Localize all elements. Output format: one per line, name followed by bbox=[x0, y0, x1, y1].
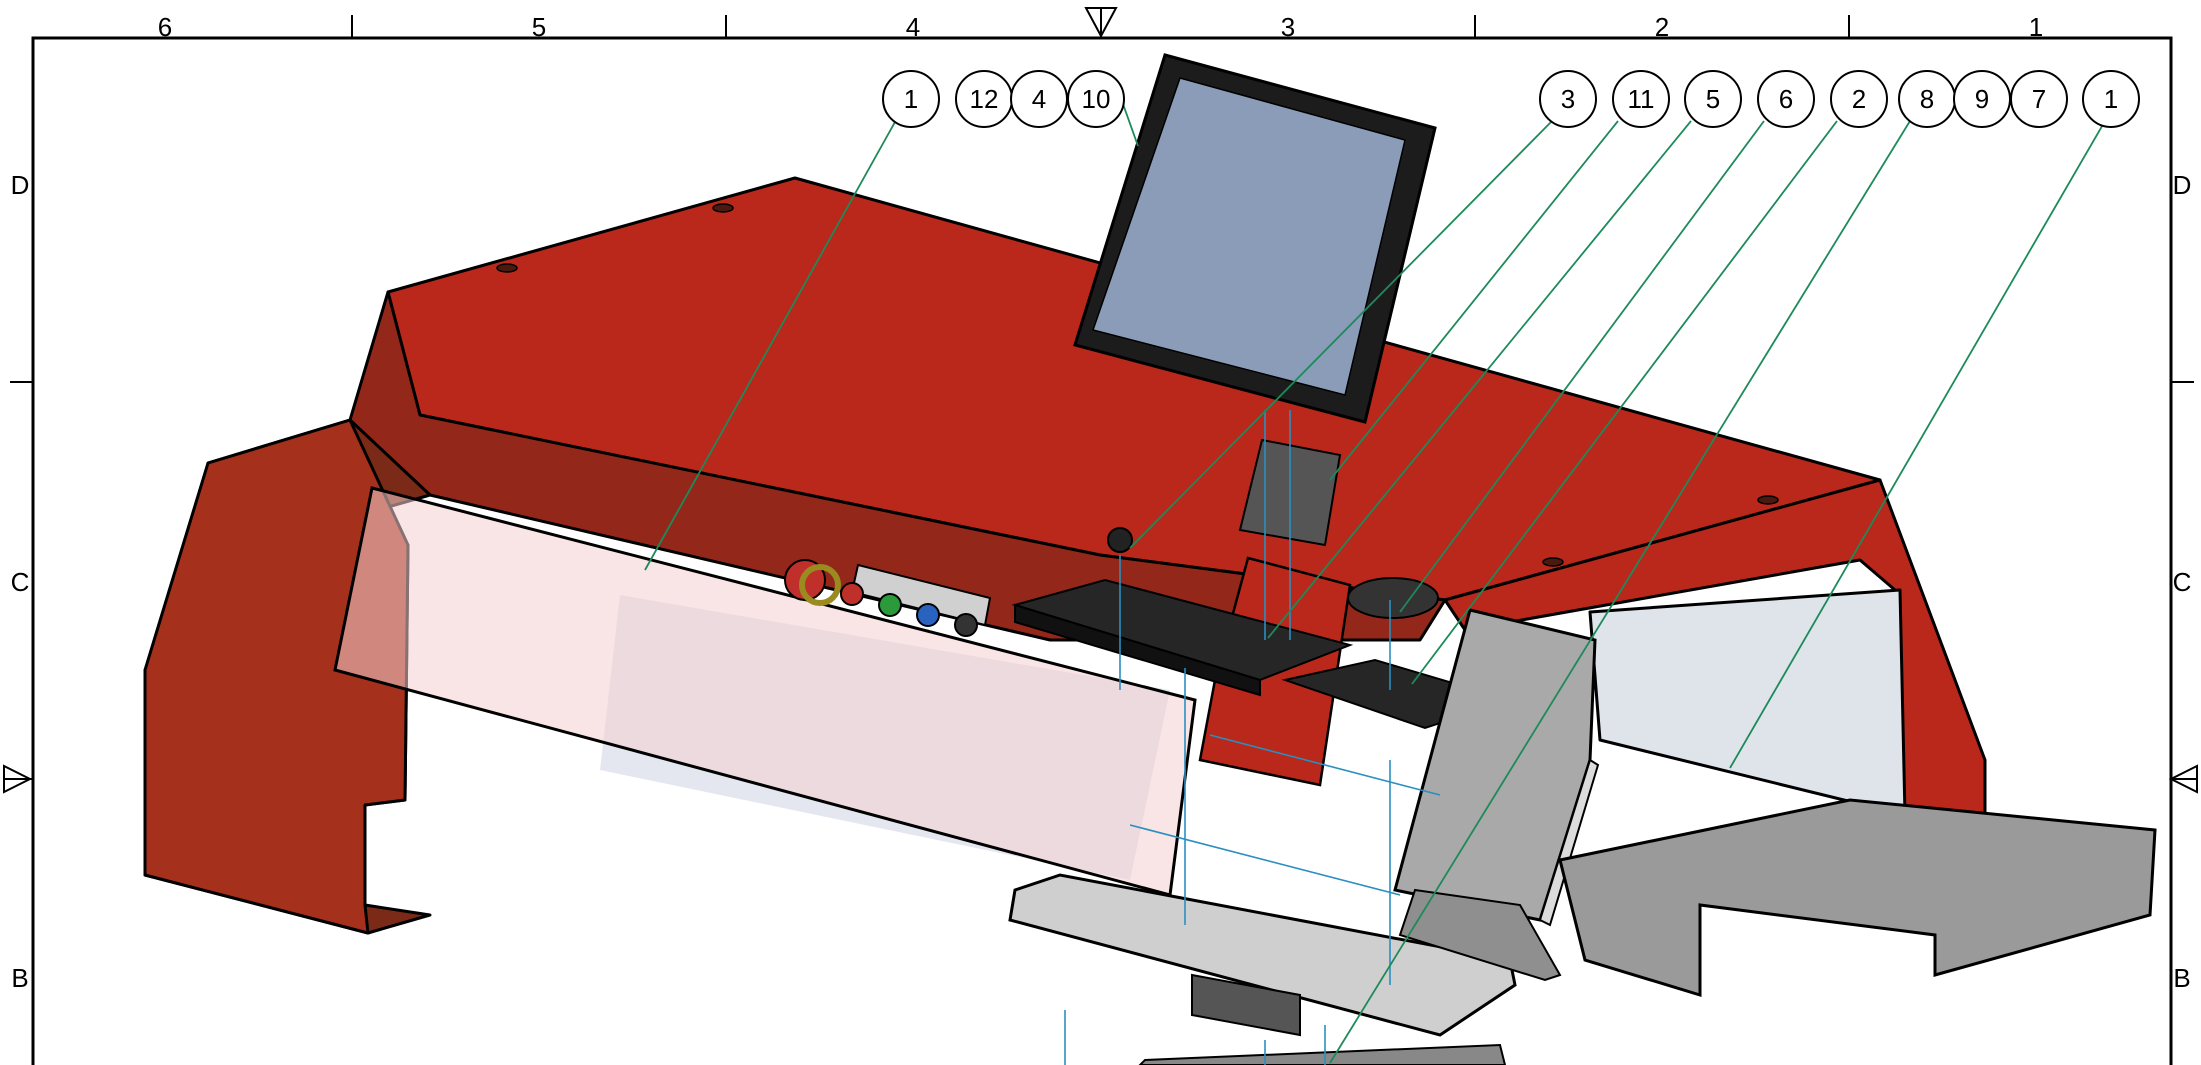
leader-line bbox=[1329, 120, 1911, 1064]
mounting-hole bbox=[496, 263, 518, 273]
balloon-number: 7 bbox=[2032, 84, 2046, 114]
explosion-lines bbox=[1064, 410, 1441, 1065]
balloon-number: 9 bbox=[1975, 84, 1989, 114]
balloon: 6 bbox=[1757, 70, 1815, 128]
balloon-circle bbox=[2082, 70, 2140, 128]
keyboard bbox=[1011, 578, 1354, 697]
monitor-screen bbox=[1092, 77, 1406, 396]
top-center-marker bbox=[1084, 7, 1118, 39]
drawing-frame: 6 5 4 3 2 1 D C B D C B bbox=[3, 7, 2198, 1065]
center-base-tray bbox=[1008, 873, 1517, 1037]
center-base-bracket bbox=[1191, 973, 1301, 1037]
balloon: 3 bbox=[1539, 70, 1597, 128]
leader-line bbox=[1399, 120, 1765, 613]
column-label-6: 6 bbox=[158, 12, 172, 42]
red-button[interactable] bbox=[840, 582, 864, 606]
balloon: 11 bbox=[1612, 70, 1670, 128]
column-label-3: 3 bbox=[1281, 12, 1295, 42]
right-center-marker bbox=[2168, 764, 2198, 794]
right-base-tray bbox=[1558, 798, 2157, 998]
balloon-number: 2 bbox=[1852, 84, 1866, 114]
balloon-number: 3 bbox=[1561, 84, 1575, 114]
green-button[interactable] bbox=[878, 593, 902, 617]
balloon-number: 1 bbox=[2104, 84, 2118, 114]
mounting-hole bbox=[712, 203, 734, 213]
mounting-hole bbox=[1757, 495, 1779, 505]
housing-right-inner bbox=[1588, 588, 1907, 817]
column-label-4: 4 bbox=[906, 12, 920, 42]
leader-line bbox=[1729, 120, 2106, 769]
row-label-d-left: D bbox=[11, 170, 30, 200]
leader-line bbox=[1267, 120, 1692, 639]
balloon: 10 bbox=[1067, 70, 1125, 128]
keyboard-front bbox=[1014, 603, 1261, 697]
leader-line bbox=[1129, 120, 1553, 549]
row-label-b-left: B bbox=[11, 963, 28, 993]
balloon: 1 bbox=[2082, 70, 2140, 128]
balloon: 2 bbox=[1830, 70, 1888, 128]
grey-side-panel-edge bbox=[1538, 758, 1600, 927]
row-label-b-right: B bbox=[2173, 963, 2190, 993]
balloon-circle bbox=[1757, 70, 1815, 128]
mouse bbox=[1347, 577, 1439, 619]
balloon-circle bbox=[1539, 70, 1597, 128]
row-label-c-right: C bbox=[2173, 567, 2192, 597]
balloon-number: 8 bbox=[1920, 84, 1934, 114]
balloon-circle bbox=[1830, 70, 1888, 128]
balloon-number: 1 bbox=[904, 84, 918, 114]
balloon: 4 bbox=[1010, 70, 1068, 128]
console-housing bbox=[143, 176, 1987, 935]
item-balloons: 1 12 4 10 3 11 5 6 bbox=[882, 70, 2140, 128]
row-label-c-left: C bbox=[11, 567, 30, 597]
column-label-2: 2 bbox=[1655, 12, 1669, 42]
balloon-number: 10 bbox=[1082, 84, 1111, 114]
key-switch[interactable] bbox=[954, 613, 978, 637]
row-label-d-right: D bbox=[2173, 170, 2192, 200]
balloon-number: 4 bbox=[1032, 84, 1046, 114]
explosion-line bbox=[1129, 824, 1401, 896]
left-center-marker bbox=[3, 764, 33, 794]
balloon: 9 bbox=[1953, 70, 2011, 128]
balloon-circle bbox=[1612, 70, 1670, 128]
balloon-number: 12 bbox=[970, 84, 999, 114]
leader-line bbox=[644, 121, 896, 571]
explosion-line bbox=[1209, 734, 1441, 796]
housing-left-panel-face bbox=[143, 418, 410, 935]
knob bbox=[1107, 527, 1133, 553]
balloon: 5 bbox=[1684, 70, 1742, 128]
leader-line bbox=[1411, 120, 1838, 685]
balloon: 12 bbox=[955, 70, 1013, 128]
control-strip bbox=[784, 559, 992, 637]
balloon-number: 6 bbox=[1779, 84, 1793, 114]
balloon-circle bbox=[1067, 70, 1125, 128]
column-label-1: 1 bbox=[2029, 12, 2043, 42]
balloon-number: 11 bbox=[1628, 84, 1655, 114]
blue-button[interactable] bbox=[916, 603, 940, 627]
balloon: 8 bbox=[1898, 70, 1956, 128]
balloon: 1 bbox=[882, 70, 940, 128]
balloon: 7 bbox=[2010, 70, 2068, 128]
balloon-circle bbox=[2010, 70, 2068, 128]
mounting-hole bbox=[1542, 557, 1564, 567]
right-grey-bracket bbox=[1398, 888, 1562, 982]
balloon-number: 5 bbox=[1706, 84, 1720, 114]
balloon-circle bbox=[1684, 70, 1742, 128]
leader-line bbox=[1329, 120, 1619, 481]
balloon-circle bbox=[882, 70, 940, 128]
yellow-ring-icon bbox=[799, 564, 841, 606]
column-label-5: 5 bbox=[532, 12, 546, 42]
bottom-base-strip bbox=[1138, 1043, 1507, 1065]
